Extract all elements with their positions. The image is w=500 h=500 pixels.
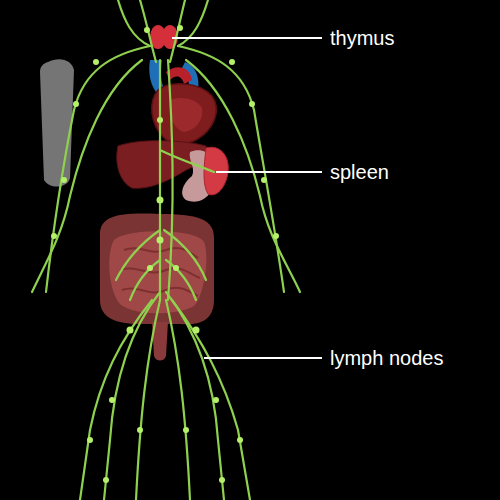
vessel (178, 0, 208, 46)
lymph-node (147, 265, 153, 271)
vessel (166, 300, 190, 500)
lymph-vessels (32, 0, 300, 500)
lymph-node (261, 177, 267, 183)
lymph-node (137, 427, 143, 433)
vessel (166, 260, 196, 300)
vessel (136, 300, 160, 500)
lymph-node (61, 177, 67, 183)
lymph-node (213, 397, 219, 403)
lymph-node (157, 237, 164, 244)
leader-lines (172, 38, 322, 358)
leader-line (204, 357, 322, 359)
vessel (46, 46, 150, 292)
lymph-node-dots (51, 25, 279, 483)
part-label: lymph nodes (330, 346, 443, 370)
lymph-node (219, 477, 225, 483)
vessel (140, 0, 156, 62)
large-intestine (100, 214, 214, 325)
lymph-node (157, 117, 163, 123)
arm-bone (40, 59, 74, 186)
part-label: spleen (330, 160, 389, 184)
lymph-node (127, 327, 134, 334)
lymph-node (193, 327, 200, 334)
heart (152, 84, 217, 145)
thoracic-duct (159, 60, 161, 300)
vessel (166, 292, 224, 500)
lymph-node (177, 25, 183, 31)
small-intestine (109, 231, 206, 313)
lymph-node (93, 59, 99, 65)
lymph-node (103, 477, 109, 483)
vessel (160, 150, 214, 172)
lymph-node (229, 59, 235, 65)
vessel (104, 292, 160, 500)
lymph-node (73, 101, 79, 107)
vessel (186, 60, 300, 292)
lymph-node (87, 437, 93, 443)
vessel (118, 0, 150, 46)
vessel (116, 230, 160, 280)
lymph-node (273, 233, 279, 239)
lymph-node (51, 233, 57, 239)
vessel (178, 46, 284, 292)
lymph-node (173, 265, 179, 271)
lymph-node (144, 27, 150, 33)
lymph-node (109, 397, 115, 403)
leader-line (172, 37, 322, 39)
vessel (130, 260, 160, 300)
vessel (172, 300, 250, 500)
vessel (80, 300, 152, 500)
lymph-node (237, 437, 243, 443)
lymph-node (249, 101, 255, 107)
lymph-node (157, 197, 164, 204)
leader-line (216, 171, 322, 173)
vessel (164, 230, 206, 280)
vessel (170, 0, 185, 62)
part-label: thymus (330, 26, 394, 50)
lymph-node (183, 427, 189, 433)
heart-chamber (170, 98, 203, 132)
vessel (32, 60, 142, 292)
